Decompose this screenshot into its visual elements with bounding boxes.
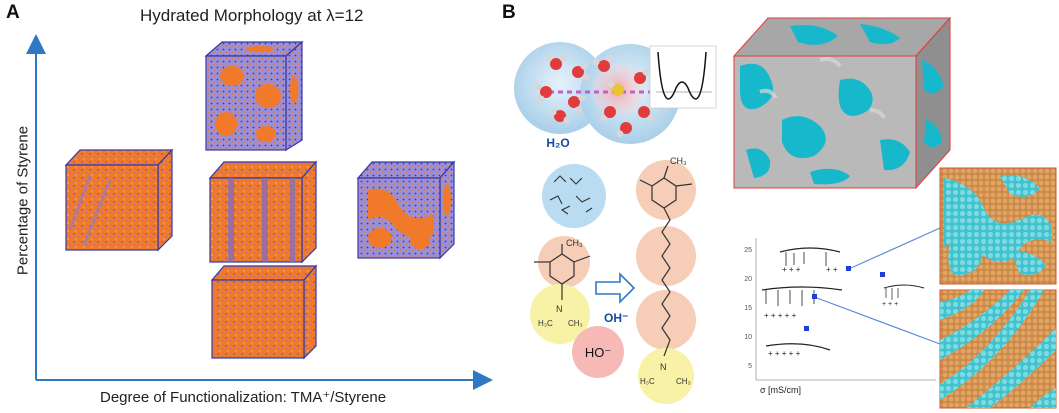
panel-b-letter: B (502, 2, 516, 23)
svg-text:+ + +: + + + (882, 301, 898, 308)
svg-text:+ +: + + (826, 265, 838, 274)
marker-2 (880, 272, 885, 277)
conductivity-axis-label: σ [mS/cm] (760, 385, 801, 395)
panel-a-title: Hydrated Morphology at λ=12 (140, 6, 364, 25)
cube-mid-left (64, 148, 174, 252)
tick-5: 5 (748, 363, 752, 370)
tick-15: 15 (744, 305, 752, 312)
cube-mid-right (356, 160, 456, 260)
methyl-label-left: CH₃ (566, 238, 583, 248)
hydration-shell-diagram: H₂O (514, 42, 717, 150)
tick-20: 20 (744, 276, 752, 283)
marker-1 (846, 266, 851, 271)
morphology-inset-bottom (939, 289, 1057, 409)
water-molecules (534, 54, 655, 138)
monomer-structure: CH₃ N H₃C CH₃ OH⁻ HO⁻ (530, 236, 628, 378)
isosurface-cube (732, 16, 952, 190)
conductivity-plot: 25 20 15 10 5 σ [mS/cm] + + + + + + + + … (744, 227, 941, 400)
morphology-inset-top (939, 167, 1057, 285)
svg-text:+ + + + +: + + + + + (768, 349, 801, 358)
hydroxide-label: OH⁻ (604, 311, 628, 325)
trimethyl-left-b: CH₃ (568, 319, 583, 328)
tick-25: 25 (744, 247, 752, 254)
trimethyl-right-b: CH₃ (676, 377, 691, 386)
cube-bottom (210, 264, 318, 360)
x-axis-label: Degree of Functionalization: TMA⁺/Styren… (100, 389, 387, 406)
cube-top (204, 40, 304, 152)
water-cluster-bubble (542, 164, 606, 228)
tick-10: 10 (744, 334, 752, 341)
panel-a-letter: A (6, 2, 20, 23)
marker-4 (804, 326, 809, 331)
methyl-label-right: CH₃ (670, 156, 687, 166)
nitrogen-label-right: N (660, 362, 667, 372)
water-label: H₂O (546, 136, 569, 150)
nitrogen-label-left: N (556, 304, 563, 314)
sidechain-structure: CH₃ N H₃C CH₃ (636, 156, 696, 404)
transform-arrow (595, 272, 636, 304)
trimethyl-left-a: H₃C (538, 319, 553, 328)
svg-text:+ + + + +: + + + + + (764, 311, 797, 320)
cube-mid-center (208, 160, 318, 264)
potential-well-inset (649, 45, 717, 109)
svg-text:+ + +: + + + (782, 265, 801, 274)
hydroxide-bubble-label: HO⁻ (585, 345, 611, 360)
trimethyl-right-a: H₃C (640, 377, 655, 386)
marker-3 (812, 294, 817, 299)
